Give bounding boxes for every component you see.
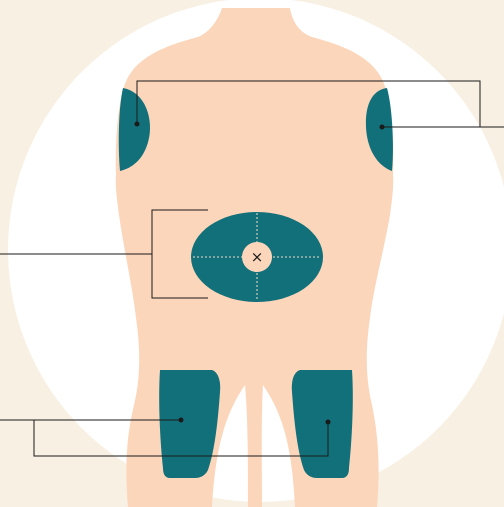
thigh-right-dot <box>179 418 184 423</box>
upper-arm-left-dot <box>380 125 385 130</box>
navel-cross-icon: × <box>251 248 264 266</box>
upper-arm-right-dot <box>135 122 140 127</box>
thigh-left-dot <box>326 420 331 425</box>
